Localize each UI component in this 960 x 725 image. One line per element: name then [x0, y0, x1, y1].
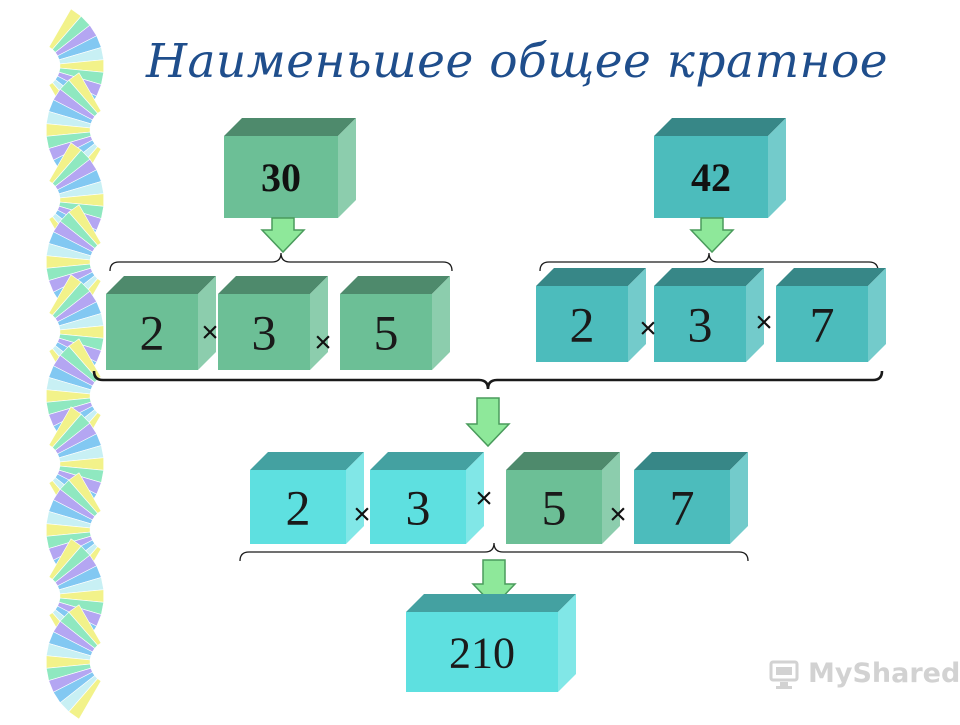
factor-30-3: 3: [218, 276, 328, 370]
number-30-box-label: 30: [261, 155, 301, 200]
brace-factors-30: [109, 252, 453, 272]
fan-segment: [45, 604, 102, 720]
arrow-down-30: [260, 217, 306, 254]
result-210-box-label: 210: [449, 628, 515, 677]
factor-30-5: 5: [340, 276, 450, 370]
watermark: MyShared: [768, 654, 960, 694]
combined-factor-7: 7: [634, 452, 748, 544]
number-42-box: 42: [654, 118, 786, 218]
number-30-box: 30: [224, 118, 356, 218]
combined-factor-5: 5: [506, 452, 620, 544]
factor-42-3: 3: [654, 268, 764, 362]
factor-30-5-label: 5: [374, 305, 399, 361]
multiply-sign: ×: [201, 316, 219, 349]
arrow-down-combined: [465, 397, 511, 448]
factor-42-3-label: 3: [688, 297, 713, 353]
combined-factor-5-label: 5: [542, 480, 567, 536]
multiply-sign: ×: [353, 498, 371, 531]
number-42-box-label: 42: [691, 155, 731, 200]
brace-result: [239, 542, 749, 562]
multiply-sign: ×: [609, 498, 627, 531]
fan-segment: [45, 72, 102, 188]
decorative-ribbon: [45, 8, 105, 720]
factor-30-2: 2: [106, 276, 216, 370]
watermark-text: MyShared: [808, 658, 960, 689]
monitor-icon: [769, 660, 799, 689]
brace-factors-42: [539, 252, 879, 272]
combined-factor-3: 3: [370, 452, 484, 544]
multiply-sign: ×: [475, 482, 493, 515]
factor-42-7-label: 7: [810, 297, 835, 353]
fan-segment: [48, 538, 105, 654]
combined-factor-2-label: 2: [286, 480, 311, 536]
factor-42-2: 2: [536, 268, 646, 362]
multiply-sign: ×: [755, 306, 773, 339]
brace-combined: [92, 370, 884, 390]
factor-42-7: 7: [776, 268, 886, 362]
multiply-sign: ×: [639, 312, 657, 345]
factor-42-2-label: 2: [570, 297, 595, 353]
combined-factor-3-label: 3: [406, 480, 431, 536]
fan-segment: [48, 406, 105, 522]
multiply-sign: ×: [314, 326, 332, 359]
combined-factor-2: 2: [250, 452, 364, 544]
result-210-box: 210: [406, 594, 576, 692]
arrow-down-42: [689, 217, 735, 254]
combined-factor-7-label: 7: [670, 480, 695, 536]
factor-30-2-label: 2: [140, 305, 165, 361]
slide-title: Наименьшее общее кратное: [146, 34, 889, 89]
factor-30-3-label: 3: [252, 305, 277, 361]
